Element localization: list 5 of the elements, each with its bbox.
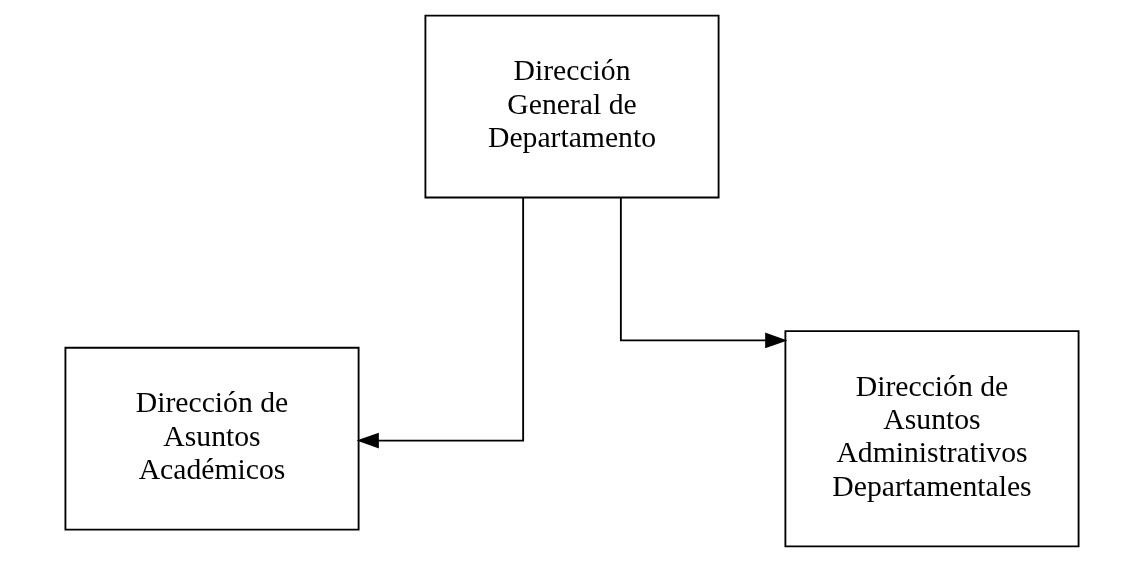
- arrow: [619, 196, 787, 349]
- arrow: [356, 196, 524, 449]
- node-box: Dirección de Asuntos Académicos: [64, 346, 360, 531]
- node-box: Dirección de Asuntos Administrativos Departamentales: [783, 330, 1079, 548]
- node-box: Dirección General de Departamento: [424, 14, 719, 199]
